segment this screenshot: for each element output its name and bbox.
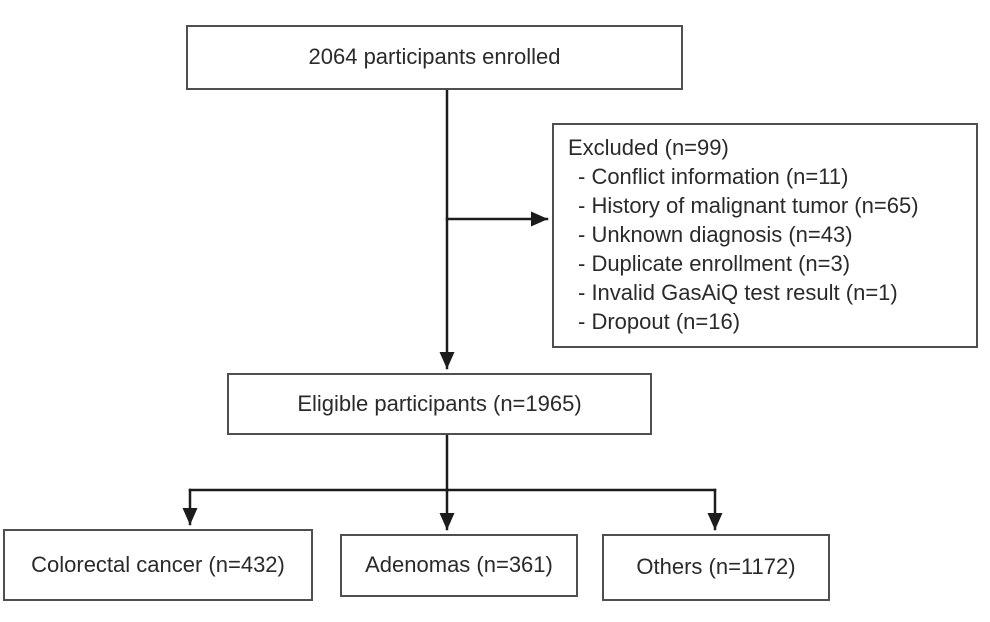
excluded-item: - Invalid GasAiQ test result (n=1) — [578, 280, 898, 305]
excluded-item: - History of malignant tumor (n=65) — [578, 193, 919, 218]
node-enrolled-label: 2064 participants enrolled — [308, 44, 561, 70]
node-excluded-title: Excluded (n=99) — [568, 135, 729, 160]
node-others-label: Others (n=1172) — [636, 554, 796, 580]
node-colorectal-cancer: Colorectal cancer (n=432) — [3, 529, 313, 601]
excluded-item: - Dropout (n=16) — [578, 309, 741, 334]
node-excluded: Excluded (n=99) - Conflict information (… — [552, 123, 978, 348]
node-adenomas-label: Adenomas (n=361) — [365, 552, 553, 578]
excluded-item: - Conflict information (n=11) — [578, 164, 849, 189]
excluded-item: - Duplicate enrollment (n=3) — [578, 251, 851, 276]
node-eligible: Eligible participants (n=1965) — [227, 373, 652, 435]
node-eligible-label: Eligible participants (n=1965) — [297, 390, 582, 416]
node-enrolled: 2064 participants enrolled — [186, 25, 683, 90]
node-adenomas: Adenomas (n=361) — [340, 534, 578, 597]
excluded-item: - Unknown diagnosis (n=43) — [578, 222, 853, 247]
node-others: Others (n=1172) — [602, 534, 830, 601]
node-colorectal-cancer-label: Colorectal cancer (n=432) — [31, 551, 285, 577]
